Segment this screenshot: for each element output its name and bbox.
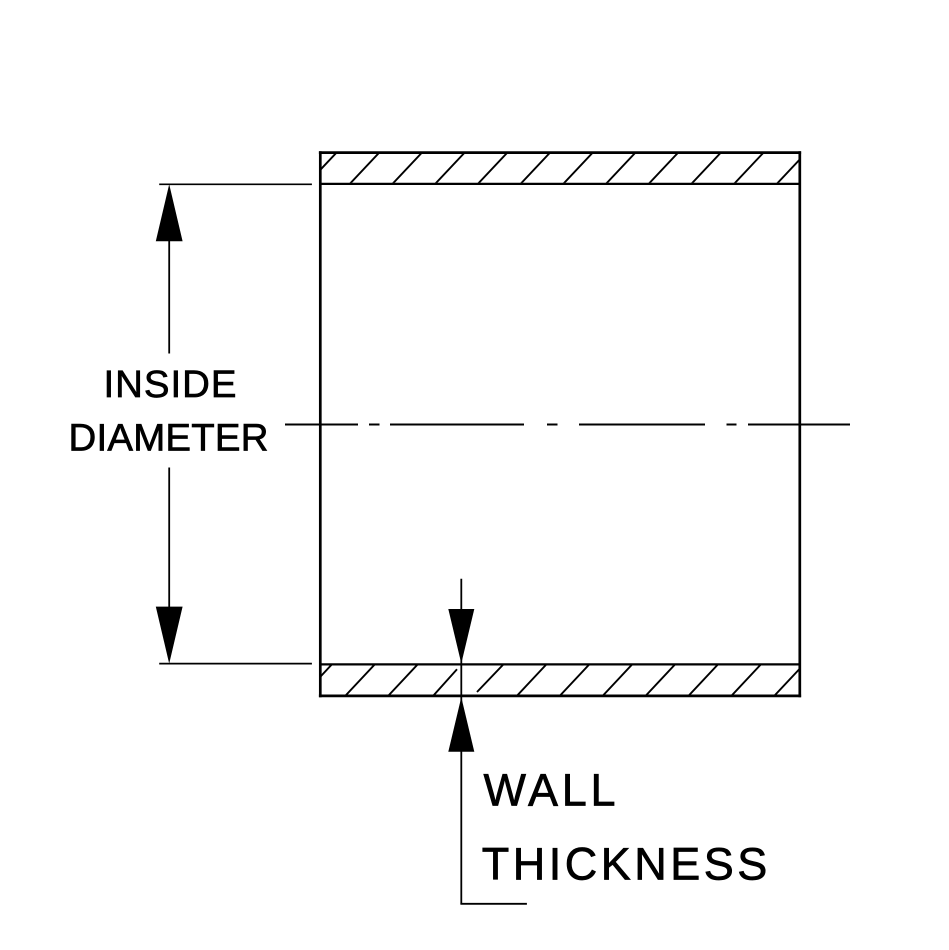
svg-text:INSIDE: INSIDE [104,363,237,406]
svg-text:WALL: WALL [484,765,616,816]
svg-text:DIAMETER: DIAMETER [69,417,269,460]
svg-text:THICKNESS: THICKNESS [482,839,768,890]
